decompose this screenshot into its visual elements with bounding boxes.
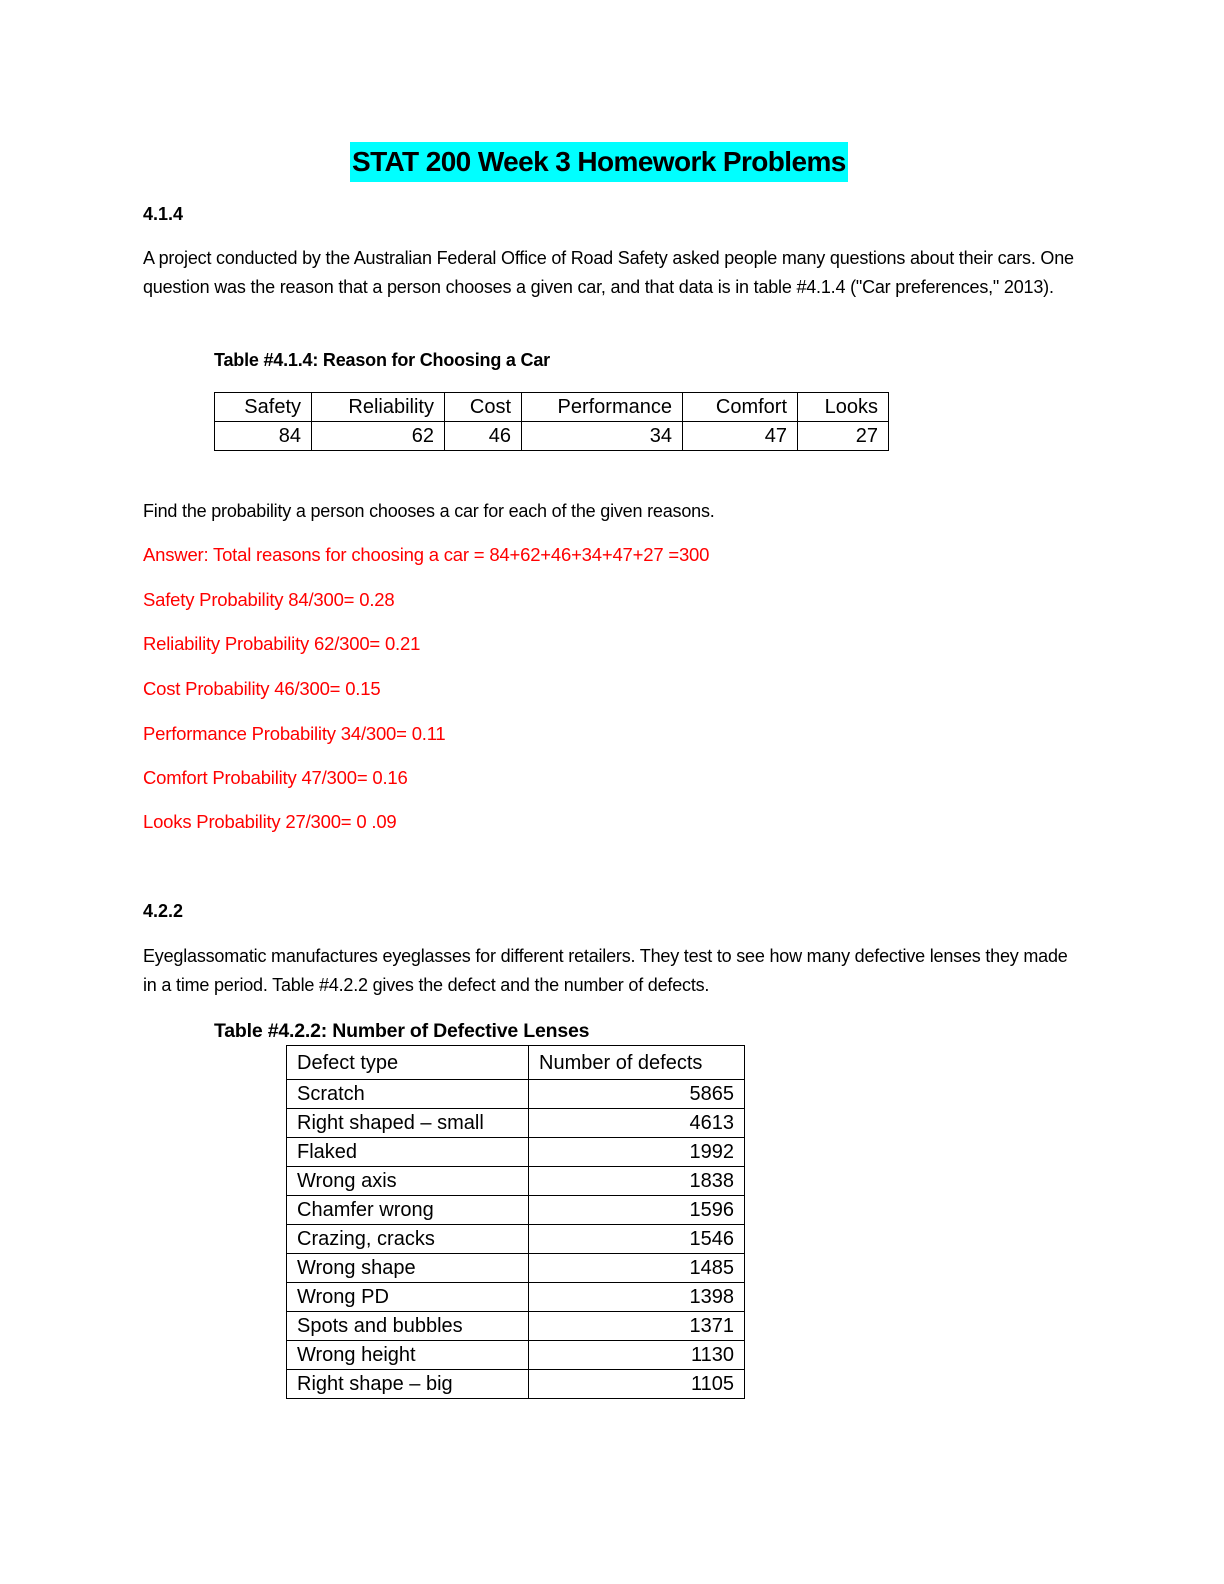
page-title: STAT 200 Week 3 Homework Problems <box>350 142 848 182</box>
table-header-cell: Comfort <box>682 392 798 422</box>
defect-type-cell: Wrong height <box>286 1340 529 1370</box>
table-cell: 47 <box>682 421 798 451</box>
table-cell: 84 <box>214 421 312 451</box>
section-paragraph: Eyeglassomatic manufactures eyeglasses f… <box>143 946 1068 995</box>
defect-type-cell: Right shaped – small <box>286 1108 529 1138</box>
answer-line: Looks Probability 27/300= 0 .09 <box>143 811 397 832</box>
table-header-row: Defect type Number of defects <box>286 1045 745 1080</box>
table-cell: 46 <box>444 421 522 451</box>
table-cell: 34 <box>521 421 683 451</box>
table-header-cell: Looks <box>797 392 889 422</box>
defect-count-cell: 1485 <box>528 1253 745 1283</box>
table-caption: Table #4.1.4: Reason for Choosing a Car <box>214 350 550 370</box>
defect-type-cell: Wrong shape <box>286 1253 529 1283</box>
section-paragraph: A project conducted by the Australian Fe… <box>143 248 1074 297</box>
table-cell: 62 <box>311 421 445 451</box>
section-number: 4.2.2 <box>143 901 184 921</box>
defect-type-cell: Chamfer wrong <box>286 1195 529 1225</box>
table-header-row: Safety Reliability Cost Performance Comf… <box>214 392 889 422</box>
defect-count-cell: 1130 <box>528 1340 745 1370</box>
defect-count-cell: 1546 <box>528 1224 745 1254</box>
answer-line: Performance Probability 34/300= 0.11 <box>143 723 446 744</box>
defect-count-cell: 1596 <box>528 1195 745 1225</box>
defect-type-cell: Right shape – big <box>286 1369 529 1399</box>
table-caption: Table #4.2.2: Number of Defective Lenses <box>214 1020 590 1042</box>
defect-count-cell: 1371 <box>528 1311 745 1341</box>
question-text: Find the probability a person chooses a … <box>143 501 715 521</box>
table-header-cell: Safety <box>214 392 312 422</box>
defect-count-cell: 1398 <box>528 1282 745 1312</box>
defect-count-cell: 1105 <box>528 1369 745 1399</box>
table-cell: 27 <box>797 421 889 451</box>
table-header-cell: Performance <box>521 392 683 422</box>
defect-type-cell: Scratch <box>286 1079 529 1109</box>
answer-line: Comfort Probability 47/300= 0.16 <box>143 767 408 788</box>
table-header-cell: Number of defects <box>528 1045 745 1080</box>
defect-type-cell: Spots and bubbles <box>286 1311 529 1341</box>
defect-count-cell: 4613 <box>528 1108 745 1138</box>
answer-line: Cost Probability 46/300= 0.15 <box>143 678 381 699</box>
table-header-cell: Reliability <box>311 392 445 422</box>
table-header-cell: Cost <box>444 392 522 422</box>
answer-line: Safety Probability 84/300= 0.28 <box>143 589 395 610</box>
defect-count-cell: 1838 <box>528 1166 745 1196</box>
defect-count-cell: 5865 <box>528 1079 745 1109</box>
defect-count-cell: 1992 <box>528 1137 745 1167</box>
table-header-cell: Defect type <box>286 1045 529 1080</box>
answer-line: Reliability Probability 62/300= 0.21 <box>143 633 421 654</box>
defect-type-cell: Wrong axis <box>286 1166 529 1196</box>
defect-type-cell: Crazing, cracks <box>286 1224 529 1254</box>
car-reasons-table: Safety Reliability Cost Performance Comf… <box>214 392 889 451</box>
section-number: 4.1.4 <box>143 204 184 224</box>
defect-type-cell: Flaked <box>286 1137 529 1167</box>
answer-line: Answer: Total reasons for choosing a car… <box>143 544 710 565</box>
table-row: 84 62 46 34 47 27 <box>214 421 889 451</box>
defect-type-cell: Wrong PD <box>286 1282 529 1312</box>
